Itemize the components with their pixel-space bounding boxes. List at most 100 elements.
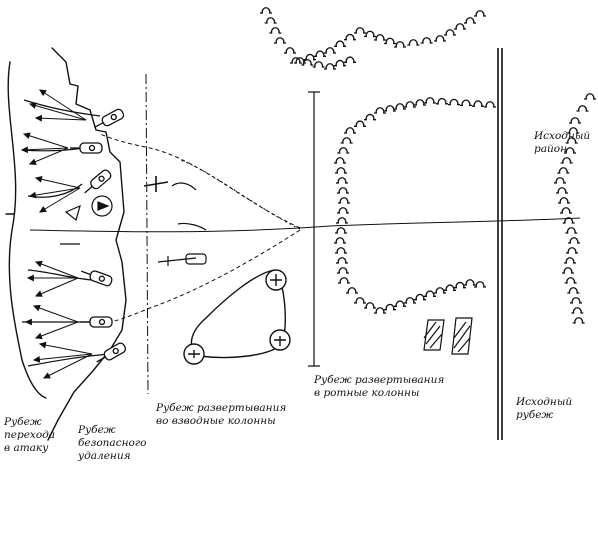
arrow-line (29, 147, 69, 165)
arrow-head (20, 146, 29, 154)
troop-mark (567, 127, 580, 134)
arrow-head (24, 318, 32, 326)
arrow-line (35, 321, 79, 339)
troop-mark (454, 281, 466, 289)
troop-mark (290, 57, 302, 64)
troop-mark (434, 287, 446, 294)
troop-mark (364, 302, 376, 309)
troop-mark (560, 157, 573, 164)
troop-mark (354, 120, 366, 127)
troop-mark (394, 300, 406, 307)
troop-mark (340, 137, 353, 144)
vehicle-icon (96, 342, 127, 363)
troop-mark (570, 297, 582, 304)
troop-mark (384, 303, 396, 311)
vehicle-icon (80, 316, 113, 328)
troop-mark (414, 293, 426, 301)
arrow-line (33, 305, 79, 323)
troop-mark (576, 105, 589, 112)
company-deployment-line1: Рубеж развертывания (314, 374, 445, 386)
arrow-head (34, 114, 43, 122)
label-platoon-deployment: Рубеж развертывания во взводные колонны (156, 402, 286, 428)
troop-mark (384, 37, 396, 45)
start-line-line2: рубеж (516, 409, 554, 421)
attack-arrows (20, 89, 93, 379)
company-deployment-line2: в ротные колонны (314, 387, 420, 399)
arrow-head (32, 356, 41, 363)
arrow-line (33, 353, 93, 361)
arrow-head (42, 372, 51, 379)
arrow-line (43, 353, 93, 379)
troop-mark (562, 267, 574, 274)
troop-mark (564, 147, 576, 154)
troop-mark (364, 30, 376, 38)
arrow-head (39, 206, 47, 213)
start-line (497, 48, 503, 440)
safe-distance-line (47, 47, 127, 441)
troop-mark (484, 101, 496, 108)
arrow-head (26, 274, 34, 282)
platoon-deployment-line2: во взводные колонны (156, 415, 276, 427)
troop-mark (264, 17, 277, 24)
troop-mark (474, 281, 486, 288)
troop-mark (464, 279, 476, 286)
troop-mark (374, 307, 386, 314)
troop-mark (474, 10, 486, 17)
safe-distance-line3: удаления (78, 450, 131, 462)
label-start-area: Исходный район (534, 130, 590, 156)
arrow-line (29, 103, 87, 121)
troop-mark (336, 257, 348, 264)
arrow-line (39, 343, 93, 355)
troop-mark (556, 187, 568, 194)
troop-mark (407, 39, 420, 46)
troop-clusters (260, 7, 596, 324)
troop-mark (420, 37, 433, 44)
troop-mark (314, 50, 326, 57)
troop-mark (337, 187, 349, 194)
troop-mark (554, 177, 566, 184)
troop-mark (448, 98, 460, 106)
field-positions (423, 317, 473, 355)
vehicle-icon (94, 108, 125, 128)
attack-line-line3: в атаку (4, 442, 49, 454)
vehicle-icon (84, 169, 112, 194)
troop-mark (374, 34, 386, 41)
troop-mark (564, 277, 577, 284)
label-company-deployment: Рубеж развертывания в ротные колонны (314, 374, 444, 400)
troop-mark (424, 290, 436, 297)
troop-mark (557, 167, 570, 174)
troop-mark (344, 127, 356, 134)
troop-mark (344, 33, 356, 41)
troop-mark (394, 41, 406, 48)
troop-mark (335, 247, 347, 254)
arrow-head (39, 89, 47, 97)
troop-mark (565, 137, 578, 144)
troop-mark (560, 207, 572, 214)
troop-mark (571, 307, 584, 314)
troop-mark (304, 53, 316, 61)
troop-mark (260, 7, 272, 14)
start-area-line2: район (534, 143, 567, 155)
enemy-front-line (7, 61, 47, 399)
arrow-line (35, 177, 81, 189)
arrow-head (32, 304, 41, 312)
label-safe-distance: Рубеж безопасного удаления (78, 424, 146, 463)
troop-mark (394, 103, 406, 110)
troop-mark (269, 27, 282, 34)
troop-mark (284, 47, 296, 54)
troop-mark (384, 105, 396, 112)
start-line-line1: Исходный (516, 396, 573, 408)
platoon-deployment-line1: Рубеж развертывания (156, 402, 287, 414)
troop-mark (337, 207, 349, 214)
arrow-line (35, 117, 87, 121)
troop-mark (414, 99, 426, 106)
troop-mark (460, 99, 472, 107)
troop-mark (274, 37, 286, 44)
start-area-line1: Исходный (534, 130, 591, 142)
troop-mark (565, 227, 578, 234)
troop-mark (472, 100, 484, 107)
arrow-head (34, 332, 43, 340)
arrow-line (29, 187, 81, 197)
arrow-line (39, 89, 87, 121)
